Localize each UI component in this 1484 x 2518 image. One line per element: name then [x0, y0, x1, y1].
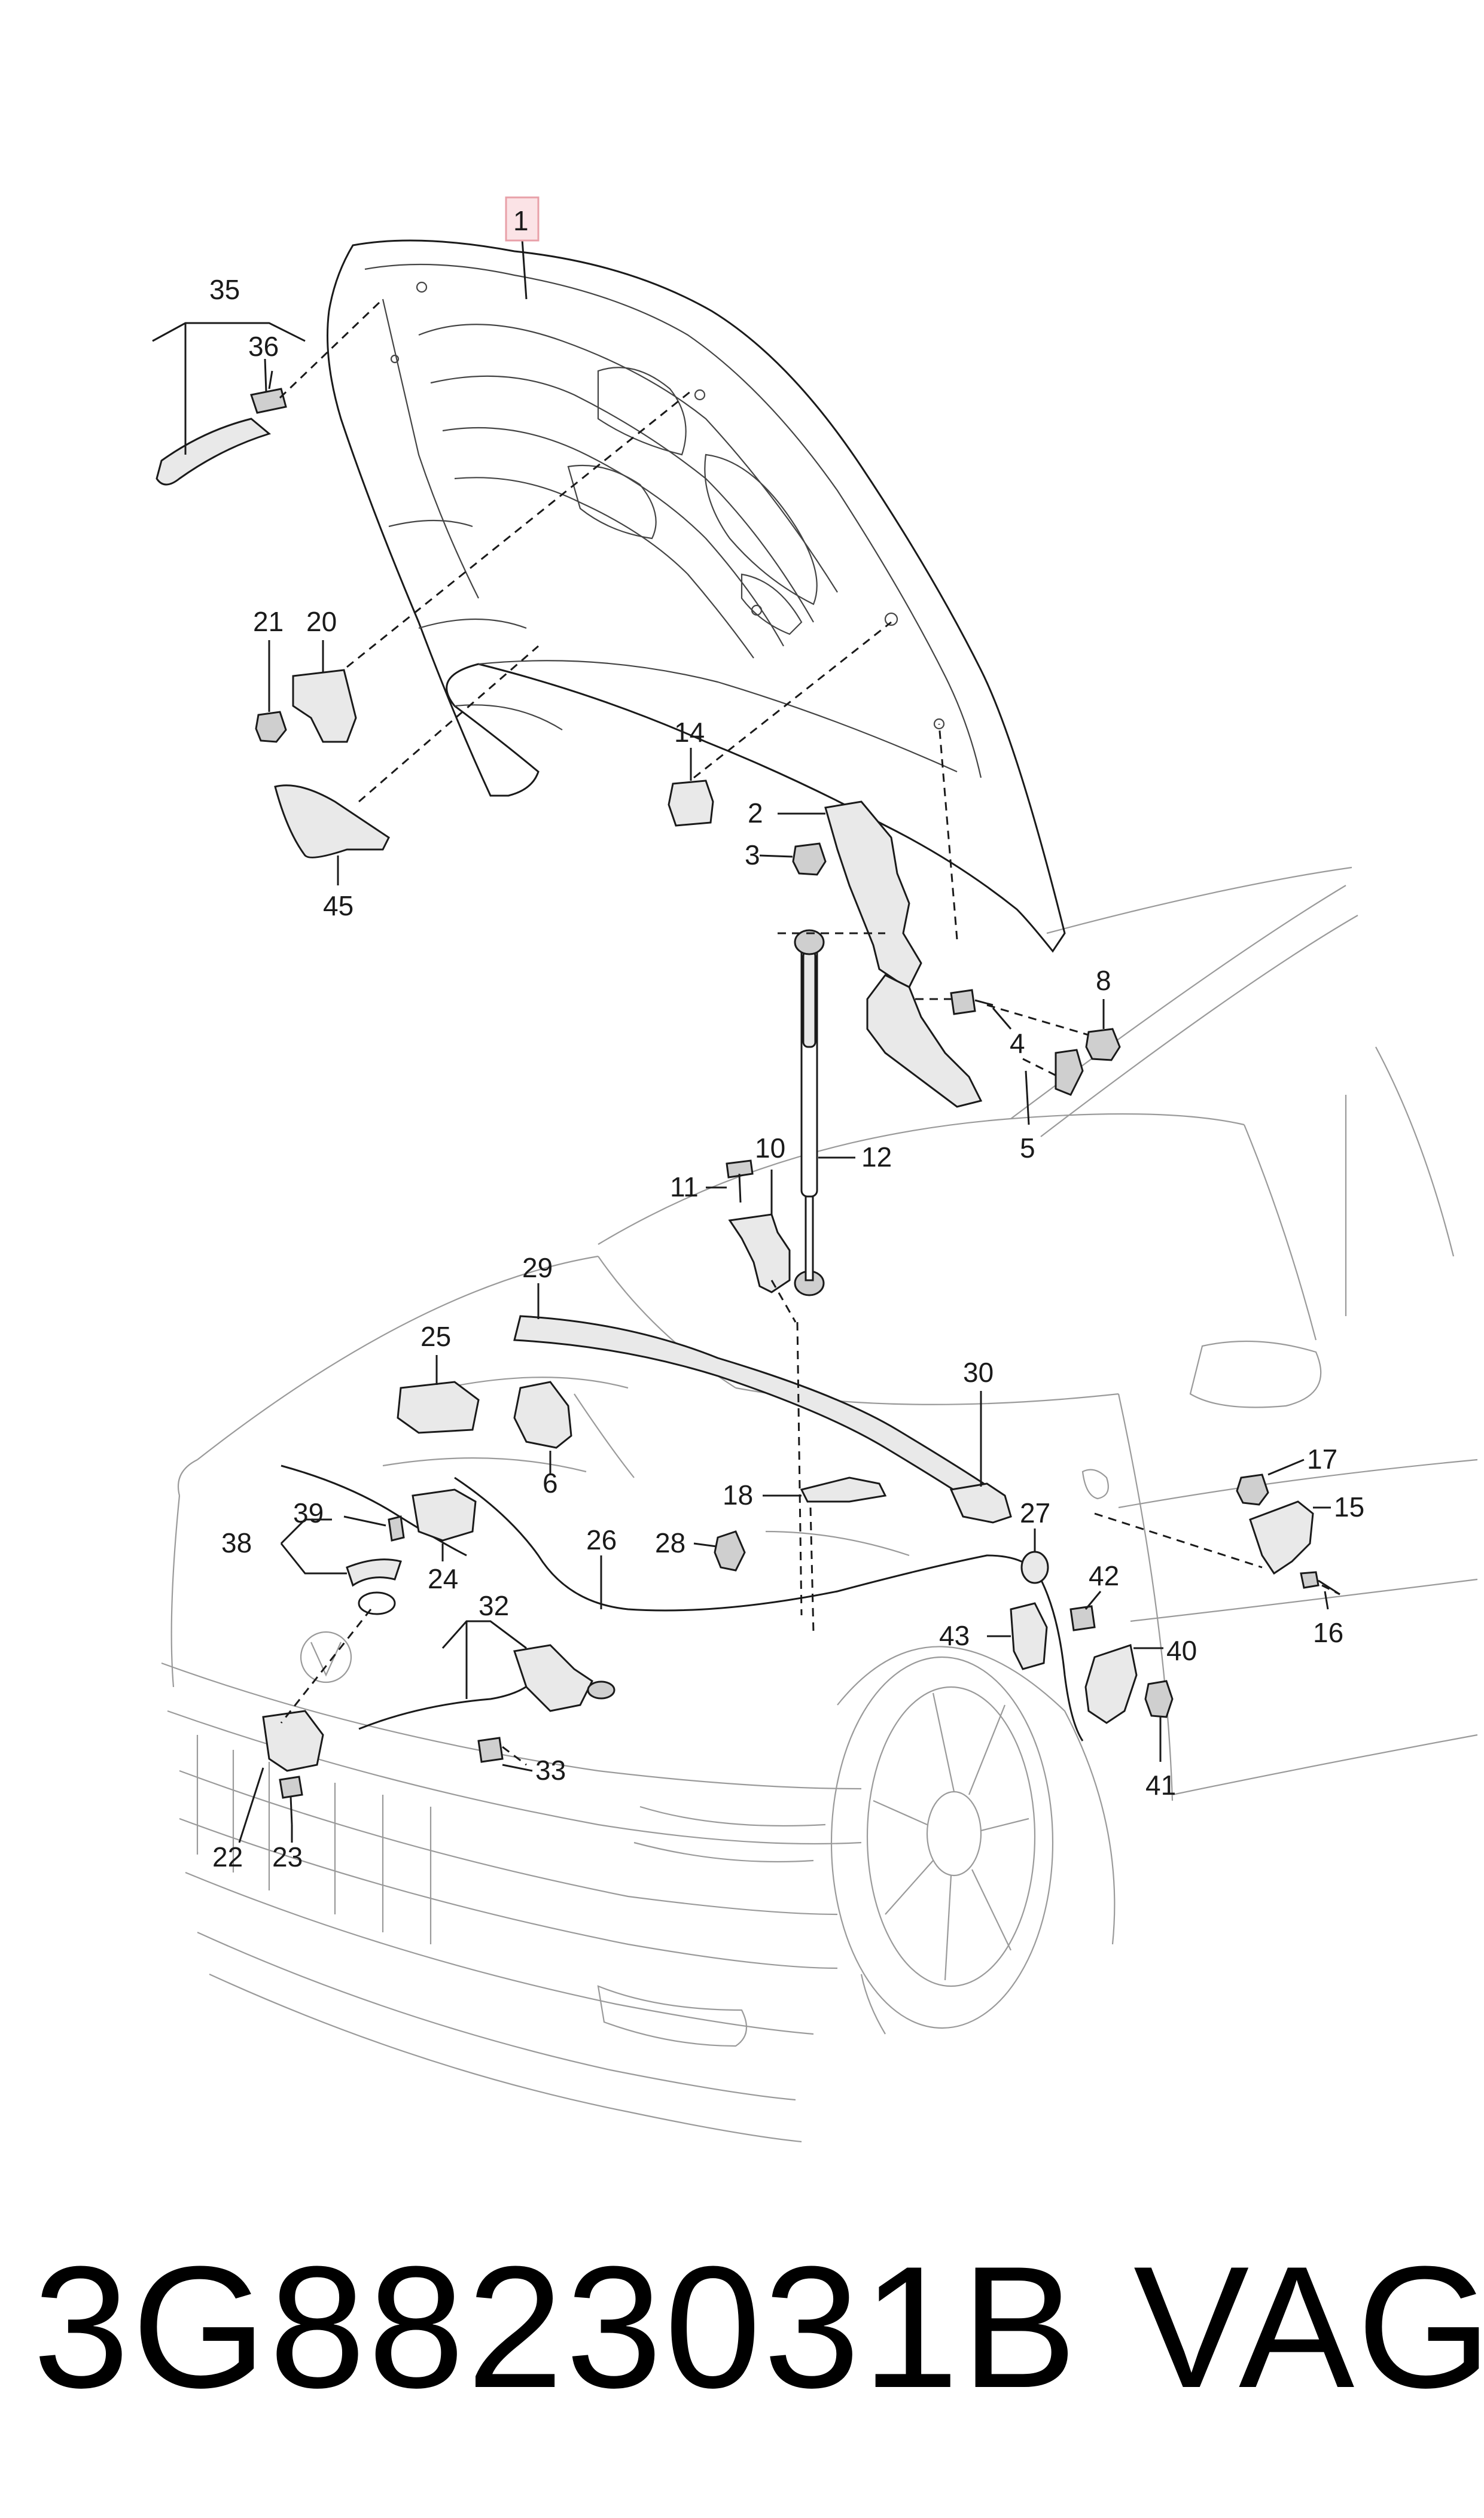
nut-21: [255, 711, 287, 743]
nut-8: [1085, 1028, 1121, 1061]
callout-6: 6: [543, 1467, 558, 1499]
grommet-27: [1020, 1551, 1049, 1584]
bolt-33: [477, 1737, 504, 1763]
callout-32: 32: [479, 1590, 509, 1621]
callout-1-highlight: [505, 196, 540, 242]
assembly-lines: [279, 298, 1340, 1766]
callout-5: 5: [1020, 1132, 1035, 1164]
cable-32: [358, 1674, 540, 1730]
lever-39: [388, 1515, 405, 1542]
clip-28: [714, 1530, 746, 1572]
bolt-11: [726, 1159, 754, 1203]
cable-26-b: [281, 1464, 467, 1557]
nut-3: [792, 842, 827, 876]
callout-11: 11: [670, 1171, 699, 1202]
grommet-38: [358, 1591, 396, 1615]
seal-45: [274, 784, 390, 858]
callout-45: 45: [323, 890, 354, 921]
bracket-30: [949, 1482, 1012, 1524]
callout-10: 10: [755, 1132, 785, 1164]
bracket-18: [800, 1476, 887, 1503]
clip-36: [250, 370, 287, 414]
callout-38: 38: [221, 1527, 252, 1558]
callout-16: 16: [1313, 1617, 1343, 1648]
handle-38: [346, 1558, 402, 1587]
hinge-lower-2: [866, 974, 983, 1108]
callout-28: 28: [655, 1527, 685, 1558]
gas-strut-12: [794, 929, 825, 1296]
clip-41: [1144, 1680, 1174, 1718]
callout-41: 41: [1145, 1770, 1176, 1801]
callout-36: 36: [248, 331, 279, 362]
buffer-bracket-20: [292, 669, 357, 743]
connector-32: [587, 1680, 615, 1700]
lock-24: [412, 1488, 477, 1542]
callout-12: 12: [861, 1141, 892, 1173]
callout-25: 25: [420, 1321, 451, 1352]
callout-18: 18: [723, 1479, 753, 1511]
callout-21: 21: [253, 606, 284, 637]
callout-33: 33: [535, 1755, 566, 1786]
callout-2: 2: [748, 797, 763, 829]
nut-17: [1236, 1473, 1269, 1506]
callout-40: 40: [1166, 1635, 1197, 1666]
bracket-5: [1055, 1049, 1084, 1096]
callout-26: 26: [586, 1524, 617, 1555]
brand-label: VAG: [1133, 2230, 1484, 2424]
bracket-6: [513, 1381, 572, 1449]
bolt-4: [950, 989, 994, 1015]
cover-25: [397, 1381, 480, 1434]
callout-24: 24: [428, 1563, 458, 1594]
cable-26: [454, 1476, 1084, 1741]
bracket-22: [262, 1710, 324, 1772]
hinge-2: [824, 800, 922, 989]
bolt-23: [279, 1776, 303, 1825]
bracket-43: [1010, 1602, 1048, 1670]
callout-1: 1: [513, 205, 529, 236]
car-body-outline: [161, 866, 1478, 2143]
callout-30: 30: [963, 1357, 994, 1388]
screw-16: [1300, 1571, 1340, 1596]
cable-32-end: [513, 1644, 593, 1712]
bracket-40: [1084, 1644, 1138, 1724]
callout-43: 43: [939, 1620, 970, 1651]
callout-8: 8: [1096, 965, 1111, 996]
part-number: 3G8823031B: [33, 2230, 1080, 2424]
callout-23: 23: [272, 1841, 303, 1872]
callout-22: 22: [212, 1841, 243, 1872]
callout-14: 14: [674, 717, 705, 748]
leader-lines: [152, 239, 1331, 1843]
callout-20: 20: [306, 606, 337, 637]
callout-3: 3: [745, 839, 760, 870]
callout-4: 4: [1010, 1028, 1025, 1059]
callout-15: 15: [1334, 1491, 1364, 1523]
callout-42: 42: [1089, 1560, 1119, 1591]
buffer-14: [668, 780, 714, 827]
bracket-10: [728, 1213, 791, 1293]
trim-strip-35: [156, 418, 272, 486]
bracket-15: [1249, 1500, 1314, 1575]
bolt-42: [1069, 1605, 1096, 1631]
callout-27: 27: [1020, 1497, 1050, 1529]
callout-39: 39: [293, 1497, 324, 1529]
hood-panel: [327, 239, 1066, 953]
callout-17: 17: [1307, 1444, 1337, 1475]
callout-35: 35: [209, 274, 240, 305]
callout-29: 29: [522, 1252, 553, 1283]
